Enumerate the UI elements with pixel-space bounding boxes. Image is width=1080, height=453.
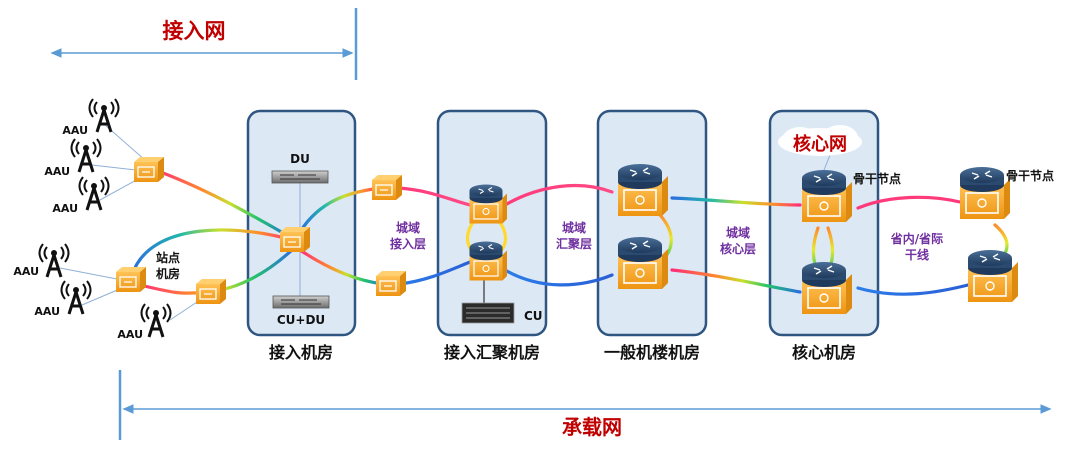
metro-access-layer-label-1: 城域 xyxy=(396,220,420,235)
cu-du-server-icon xyxy=(272,295,330,309)
antenna-icon xyxy=(140,302,172,339)
site-room-label-2: 机房 xyxy=(156,266,180,281)
router-icon xyxy=(468,240,508,282)
aau-label: AAU xyxy=(34,305,60,318)
antenna-group xyxy=(38,97,172,339)
router-icon xyxy=(801,169,853,223)
backbone-node-label-2: 骨干节点 xyxy=(1006,168,1054,183)
antenna-icon xyxy=(88,97,120,134)
aau-label: AAU xyxy=(117,328,143,341)
router-icon xyxy=(801,261,853,315)
metro-agg-layer-label-1: 城域 xyxy=(562,220,586,235)
du-server-icon xyxy=(271,170,329,184)
router-icon xyxy=(617,163,669,217)
site-room-label-1: 站点 xyxy=(156,250,180,265)
room-general xyxy=(596,109,708,337)
switch-icon xyxy=(279,226,311,253)
core-network-cloud: 核心网 xyxy=(778,125,862,156)
metro-core-layer-label-2: 核心层 xyxy=(720,241,756,256)
aau-label: AAU xyxy=(44,165,70,178)
trunk-layer-label-2: 干线 xyxy=(905,247,929,262)
router-icon xyxy=(967,249,1019,303)
core-network-label: 核心网 xyxy=(793,133,847,155)
switch-icon xyxy=(375,270,407,297)
access-network-title: 接入网 xyxy=(163,19,226,43)
aau-label: AAU xyxy=(13,265,39,278)
switch-icon xyxy=(115,266,147,293)
router-icon xyxy=(468,183,508,225)
cu-label: CU xyxy=(524,309,543,323)
cu-du-label: CU+DU xyxy=(277,313,325,327)
router-icon xyxy=(959,166,1011,220)
switch-icon xyxy=(371,174,403,201)
backbone-node-label-1: 骨干节点 xyxy=(853,171,901,186)
metro-agg-layer-label-2: 汇聚层 xyxy=(556,237,592,251)
antenna-icon xyxy=(78,175,110,212)
aau-label: AAU xyxy=(52,202,78,215)
metro-access-layer-label-2: 接入层 xyxy=(390,236,426,251)
room-label-access: 接入机房 xyxy=(269,343,333,362)
room-label-general: 一般机楼机房 xyxy=(604,343,700,362)
room-access xyxy=(246,109,357,337)
antenna-icon xyxy=(60,279,92,316)
du-label: DU xyxy=(290,152,310,166)
switch-icon xyxy=(195,278,227,305)
metro-core-layer-label-1: 城域 xyxy=(726,225,750,240)
trunk-layer-label-1: 省内/省际 xyxy=(890,231,943,246)
bearer-network-title: 承载网 xyxy=(562,415,622,439)
room-label-aggregation: 接入汇聚机房 xyxy=(444,343,540,362)
room-label-core: 核心机房 xyxy=(792,343,856,362)
antenna-icon xyxy=(70,137,102,174)
antenna-icon xyxy=(38,242,70,279)
router-icon xyxy=(617,236,669,290)
switch-icon xyxy=(133,156,165,183)
aau-label: AAU xyxy=(62,124,88,137)
